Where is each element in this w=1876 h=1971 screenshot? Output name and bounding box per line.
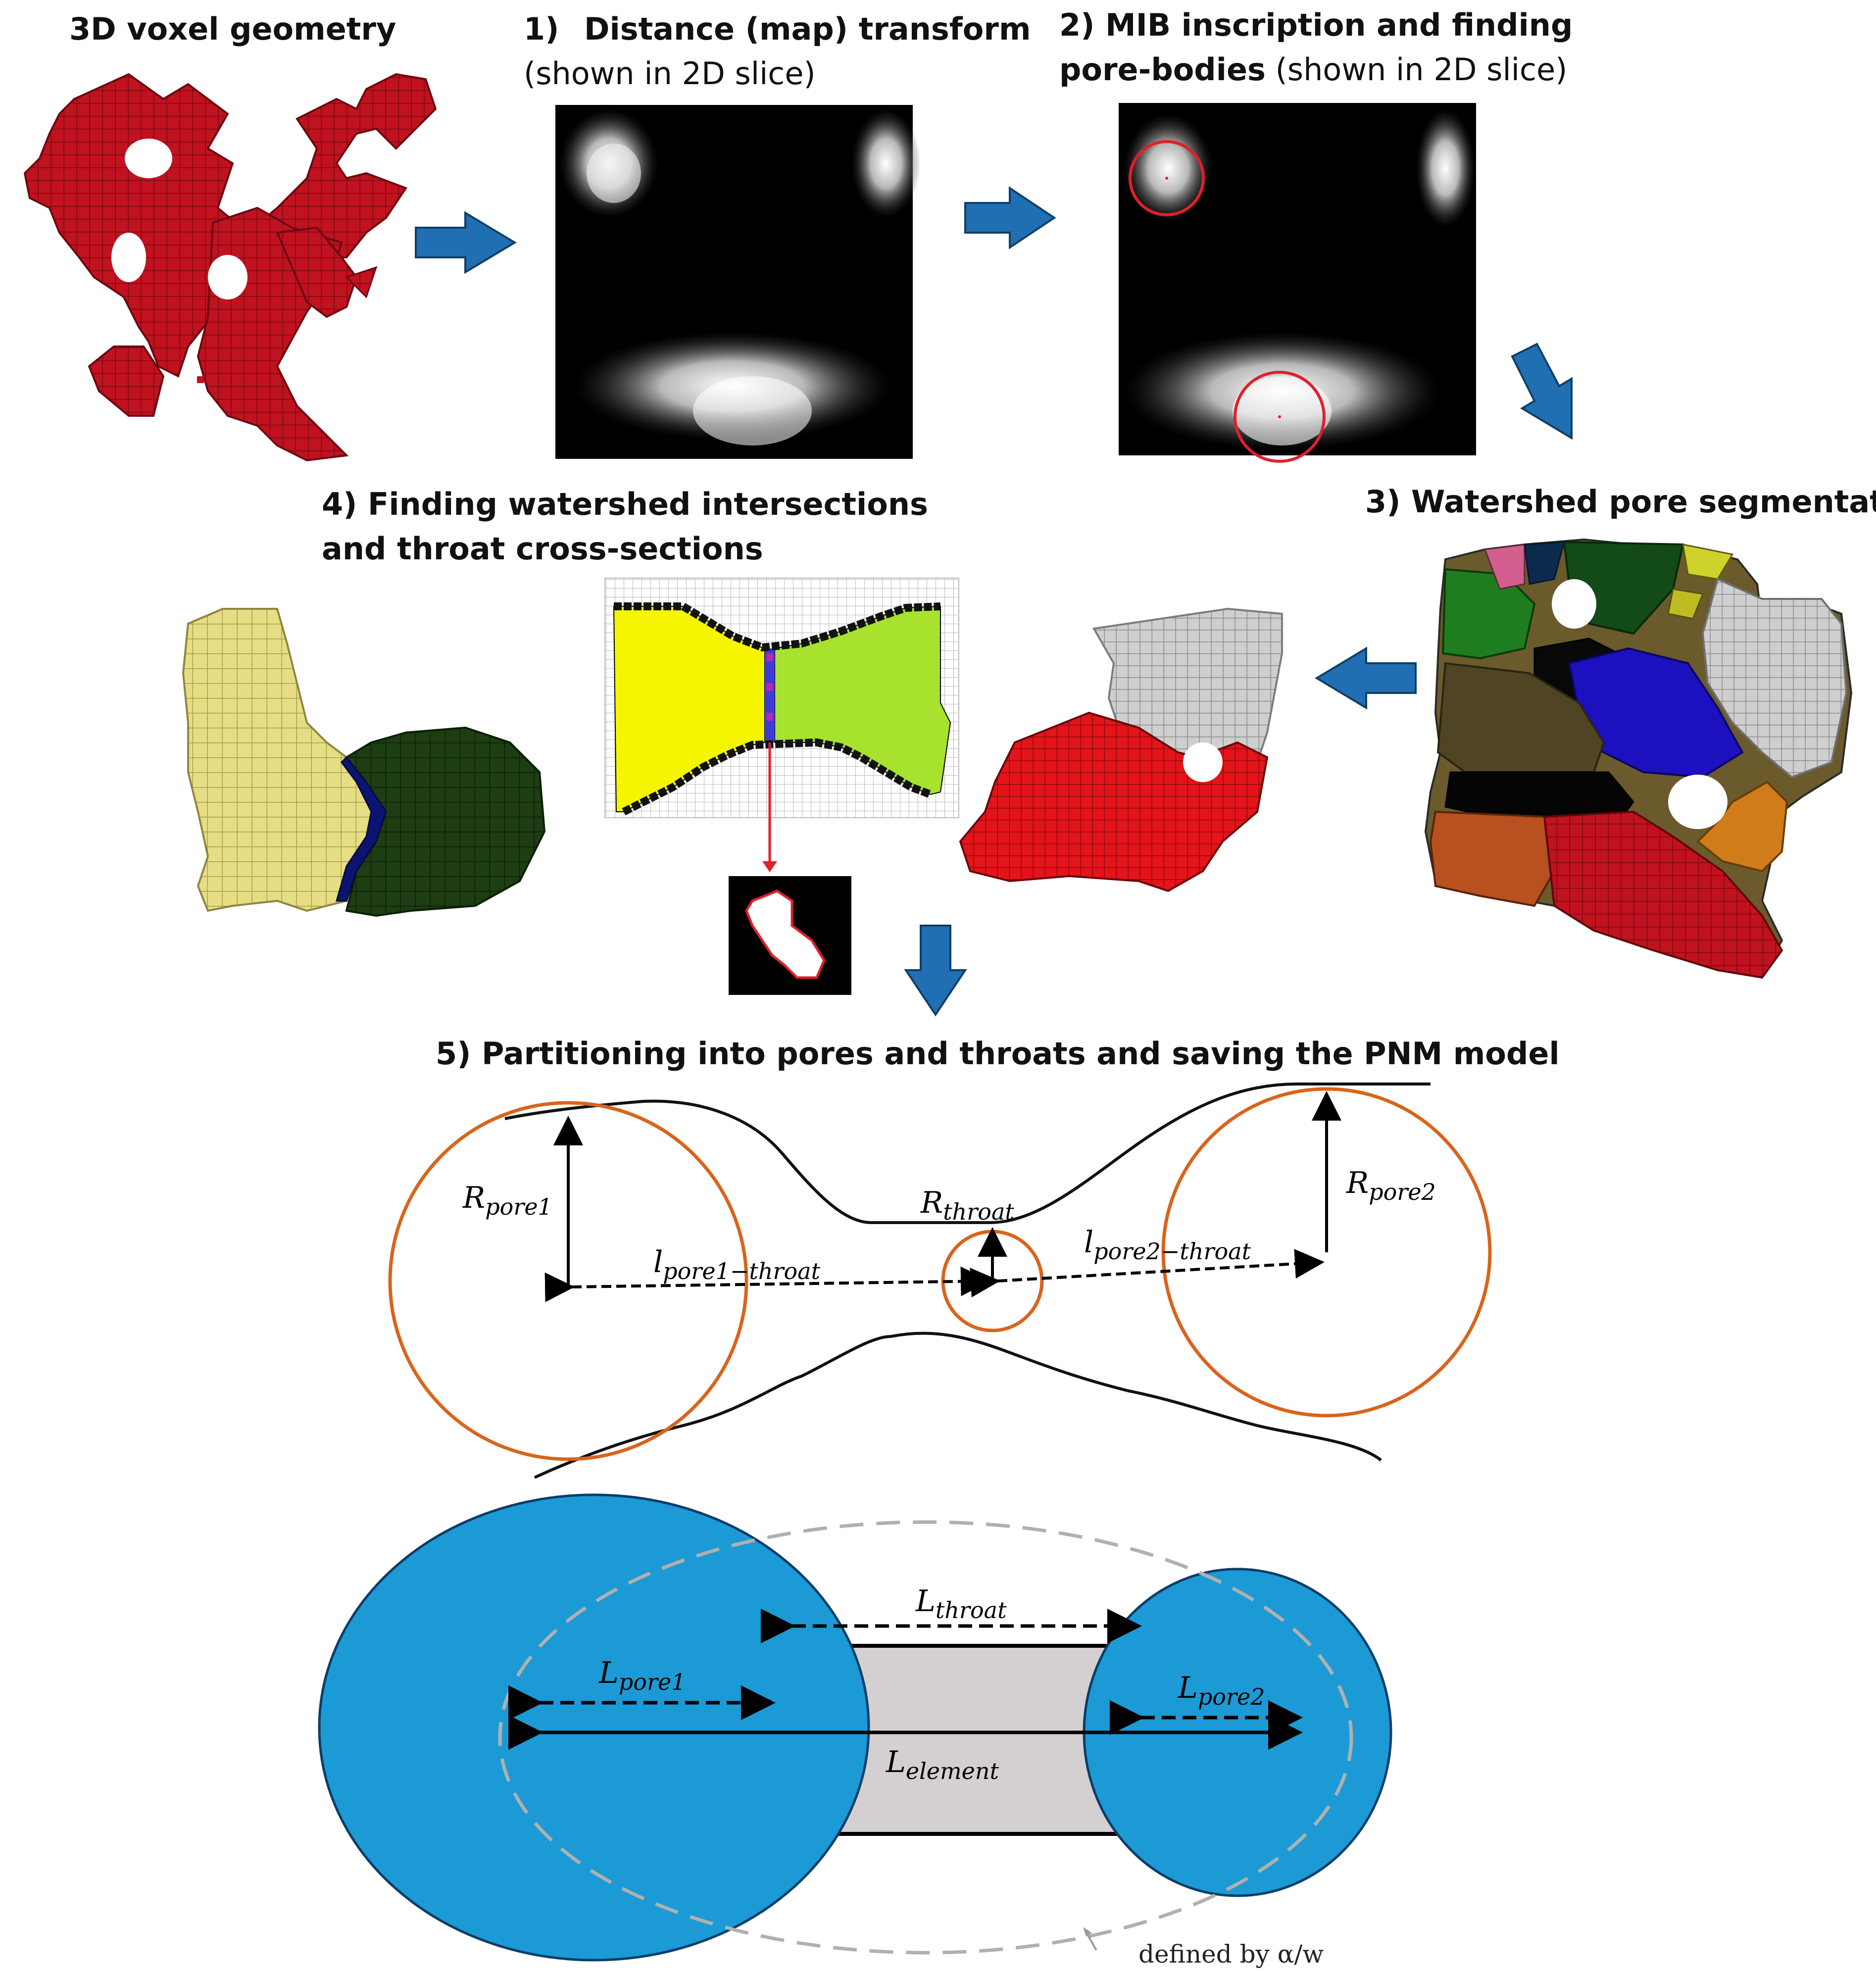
pore-element-schematic — [318, 1493, 1392, 1962]
watershed-intersection-3d-image — [182, 608, 546, 917]
panel1-number: 1) — [524, 11, 559, 47]
flow-arrow-5 — [904, 925, 967, 1017]
flow-arrow-3 — [1511, 343, 1573, 440]
label-L-pore2: Lpore2 — [1178, 1671, 1265, 1710]
flow-arrow-4 — [1315, 646, 1417, 710]
throat-grid-image — [604, 578, 959, 872]
panel4-title-line2: and throat cross-sections — [322, 531, 763, 567]
label-defined-by: defined by α/w — [1138, 1940, 1324, 1969]
pore1-body — [318, 1493, 870, 1962]
watershed-segmentation-image — [1424, 538, 1853, 979]
panel3-title: 3) Watershed pore segmentation — [1365, 484, 1876, 520]
label-L-pore1: Lpore1 — [598, 1656, 686, 1695]
label-l-pore1-throat: lpore1−throat — [653, 1245, 821, 1284]
inscribed-ball-1 — [1129, 140, 1205, 216]
voxel-geometry-image — [23, 73, 437, 462]
pore-throat-sketch — [388, 1083, 1492, 1479]
flow-arrow-1 — [415, 211, 517, 274]
mib-inscription-image — [1119, 103, 1476, 463]
lower-wall-curve — [534, 1331, 1382, 1479]
throat-cross-section-inset — [729, 876, 851, 995]
panel2-title-line2: pore-bodies (shown in 2D slice) — [1059, 51, 1567, 88]
upper-wall-curve — [504, 1083, 1431, 1224]
label-r-throat: Rthroat — [920, 1185, 1014, 1225]
label-L-throat: Lthroat — [915, 1584, 1007, 1624]
flow-arrow-2 — [964, 186, 1056, 249]
panel4-title-line1: 4) Finding watershed intersections — [322, 486, 928, 522]
distance-map-image — [555, 105, 921, 459]
panel1-title: Distance (map) transform — [584, 11, 1031, 47]
panel0-title: 3D voxel geometry — [69, 11, 396, 47]
label-L-element: Lelement — [886, 1745, 999, 1784]
inscribed-ball-2 — [1234, 371, 1326, 463]
panel1-subtitle: (shown in 2D slice) — [524, 55, 816, 92]
panel5-title: 5) Partitioning into pores and throats a… — [436, 1035, 1560, 1072]
label-r-pore2: Rpore2 — [1346, 1166, 1436, 1205]
label-r-pore1: Rpore1 — [462, 1181, 552, 1220]
panel2-title: 2) MIB inscription and finding — [1059, 7, 1573, 43]
segmented-pore-pair-image — [959, 607, 1283, 892]
panel2-title-normal: (shown in 2D slice) — [1266, 51, 1567, 88]
element-envelope — [498, 1520, 1353, 1955]
label-l-pore2-throat: lpore2−throat — [1084, 1225, 1251, 1265]
panel2-title-bold: pore-bodies — [1059, 51, 1266, 88]
